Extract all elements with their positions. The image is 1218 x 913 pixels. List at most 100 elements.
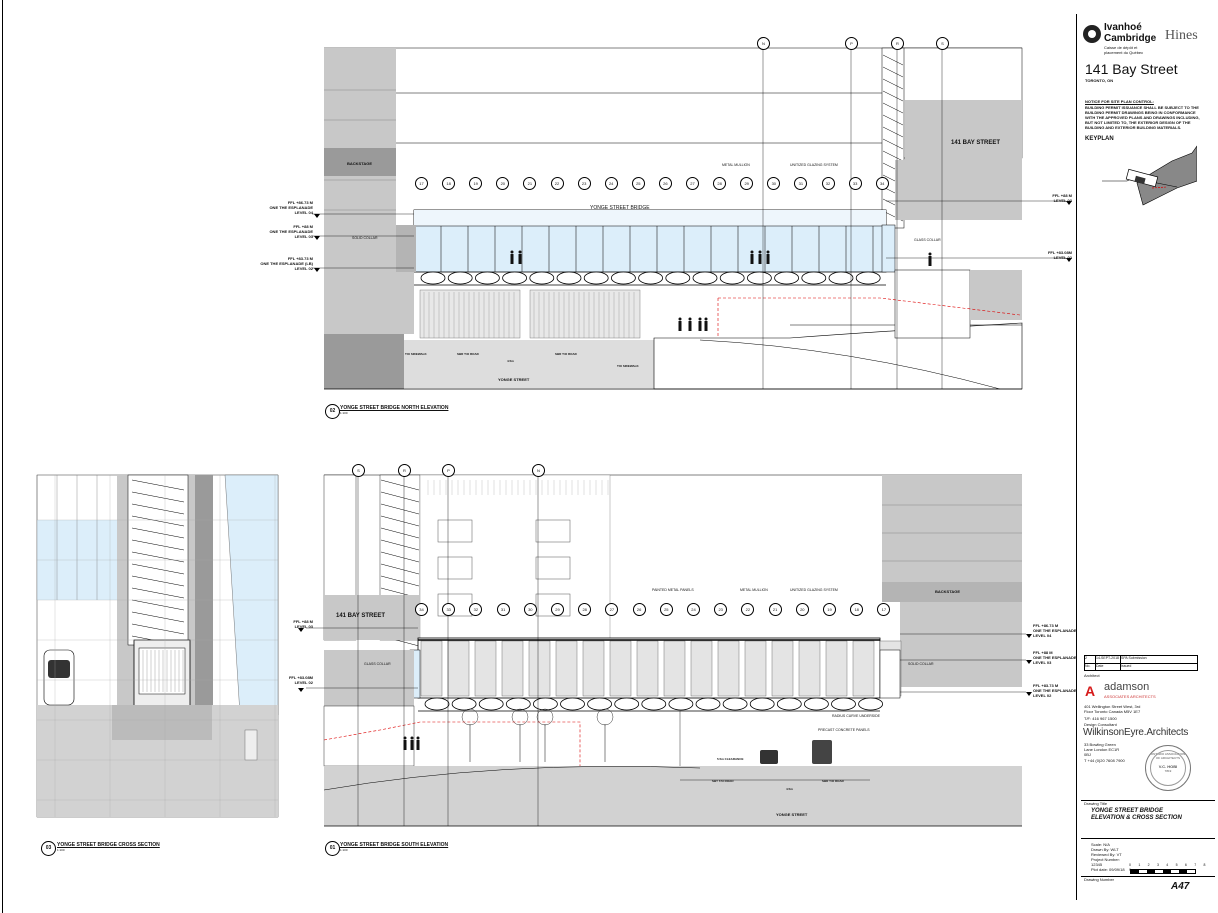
titleblock-rule-2 [1081,838,1215,839]
south-grid-bubble: 19 [823,603,836,616]
north-grid-bubble-top: N [757,37,770,50]
north-backstage-block [324,148,396,176]
south-bay-street-label: 141 BAY STREET [336,613,386,619]
north-rib [611,271,636,285]
north-rib [719,271,745,285]
south-rib [505,697,531,711]
north-level-arrow [314,268,320,272]
south-panel [825,640,848,697]
info-drawn: Drawn By: WLT [1091,847,1119,852]
person-head [704,317,708,321]
south-rib [858,697,883,711]
notice-body: BUILDING PERMIT ISSUANCE SHALL BE SUBJEC… [1085,105,1200,130]
revision-table: 2 14-SEPT-2018 SPA Submission No. Date I… [1084,655,1198,671]
revision-no: 2 [1085,656,1096,663]
north-rib [747,271,772,285]
person-head [510,250,514,254]
south-rib [722,697,748,711]
revision-date: 14-SEPT-2018 [1096,656,1121,663]
south-stair-flight [380,479,420,491]
architect-address: 401 Wellington Street West, 3rd Floor To… [1084,704,1141,714]
north-grid-bubble: 32 [821,177,835,190]
north-right-lower [895,160,1022,220]
north-rib [665,271,691,285]
south-rib [668,697,694,711]
person-body [518,254,522,264]
south-panel [555,640,578,697]
south-panel [609,640,632,697]
architect-seal: ONTARIO ASSOCIATION OF ARCHITECTS V.C. H… [1145,745,1191,791]
architect-phone: T/F: 416 967 1500 [1084,716,1117,721]
revision-desc: SPA Submission [1121,656,1147,660]
north-grid-bubble-top: P [845,37,858,50]
cross-train-window [48,660,70,678]
south-red-dashed [323,721,581,766]
person-head [688,317,692,321]
north-curb1-label: T/O SIDEWALK [405,352,427,356]
north-bridge-top-band [414,210,886,226]
north-caption-scale: 1:100 [340,411,348,415]
south-caption-number: 01 [325,841,340,856]
north-grid-bubble: 19 [469,177,483,190]
person-body [750,254,754,264]
person-body [698,321,702,331]
north-grid-bubble: 33 [848,177,862,190]
north-rib [855,271,881,285]
north-glazing-label: UNITIZED GLAZING SYSTEM [790,163,838,167]
drawing-number-label: Drawing Number [1084,877,1115,882]
drawing-title-label: Drawing Title [1084,801,1108,806]
south-stair-flight [380,491,420,503]
south-level-arrow [298,628,304,632]
south-panel [447,640,470,697]
north-grid-bubble: 22 [550,177,564,190]
south-street-curve [323,766,701,791]
architect-label: Architect [1084,673,1100,678]
cross-caption-scale: 1:100 [57,848,65,852]
north-rib [801,271,827,285]
south-solid-collar-label: SOLID COLLAR [908,662,934,666]
south-panel [582,640,605,697]
info-plot-date: Plot date: 09/09/18 [1091,867,1125,872]
cross-caption-number: 03 [41,841,56,856]
north-curb2-label: T/O SIDEWALK [617,364,639,368]
south-panel [636,640,659,697]
cross-stair-flight [131,623,185,635]
south-right-building [882,475,1022,595]
south-rib [587,697,612,711]
person-head [750,250,754,254]
north-stair-flight [882,90,904,102]
south-rib [614,697,640,711]
south-grid-bubble: 21 [768,603,782,616]
keyplan-diagram [1102,145,1197,206]
revision-header-issued: Issued [1121,664,1132,668]
person-body [704,321,708,331]
person-body [510,254,514,264]
person-head [403,736,407,740]
south-level-arrow [1026,692,1032,696]
north-grid-bubble-top: R [891,37,904,50]
south-median-label: 4.5m [786,787,793,791]
north-level-arrow [1066,201,1072,205]
keyplan-label: KEYPLAN [1085,136,1114,142]
south-grid-bubble-top: S [352,464,365,477]
south-grid-bubble: 33 [442,603,456,616]
architect-sub: ASSOCIATES ARCHITECTS [1104,694,1156,699]
south-bg-window [437,519,473,543]
south-left-base [323,705,415,767]
south-stair-flight [380,563,420,575]
south-panel [420,640,443,697]
north-right-base [894,269,971,339]
north-clear1-label: 4.5m [507,359,514,363]
north-glass-collar [881,224,896,273]
client-name-2: Cambridge [1104,33,1157,44]
cross-stair-flight [131,611,185,623]
south-caption-title: YONGE STREET BRIDGE SOUTH ELEVATION [340,842,449,848]
north-level-arrow [314,236,320,240]
drawing-title-line1: YONGE STREET BRIDGE [1091,808,1164,814]
person-head [678,317,682,321]
person-body [410,740,414,750]
north-rib [583,271,609,285]
